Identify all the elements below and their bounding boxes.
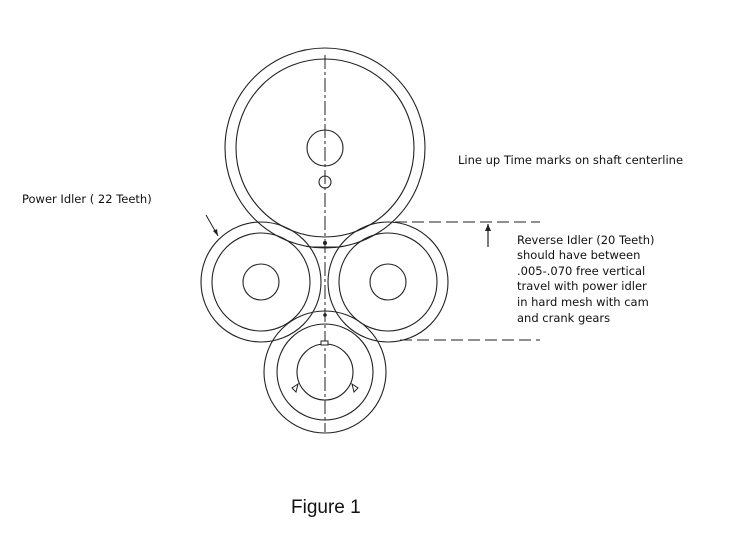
note-line: Reverse Idler (20 Teeth): [517, 233, 655, 247]
figure-caption: Figure 1: [291, 497, 361, 518]
note-line: and crank gears: [517, 311, 610, 325]
timing-mark-bottom: [323, 313, 327, 317]
reverse-idler-gear: [327, 221, 449, 343]
power-idler-label: Power Idler ( 22 Teeth): [22, 192, 152, 206]
note-line: travel with power idler: [517, 279, 647, 293]
leader-arrow-icon: [205, 214, 219, 237]
note-line: in hard mesh with cam: [517, 295, 649, 309]
cam-gear: [224, 47, 426, 249]
note-line: .005-.070 free vertical: [517, 264, 645, 278]
timing-mark-top: [323, 241, 327, 245]
reverse-idler-note: Reverse Idler (20 Teeth) should have bet…: [517, 233, 655, 325]
crank-gear: [263, 310, 387, 434]
timing-note: Line up Time marks on shaft centerline: [458, 153, 683, 167]
power-idler-gear: [200, 221, 322, 343]
note-line: should have between: [517, 248, 640, 262]
dimension-arrow-icon: [485, 224, 491, 247]
